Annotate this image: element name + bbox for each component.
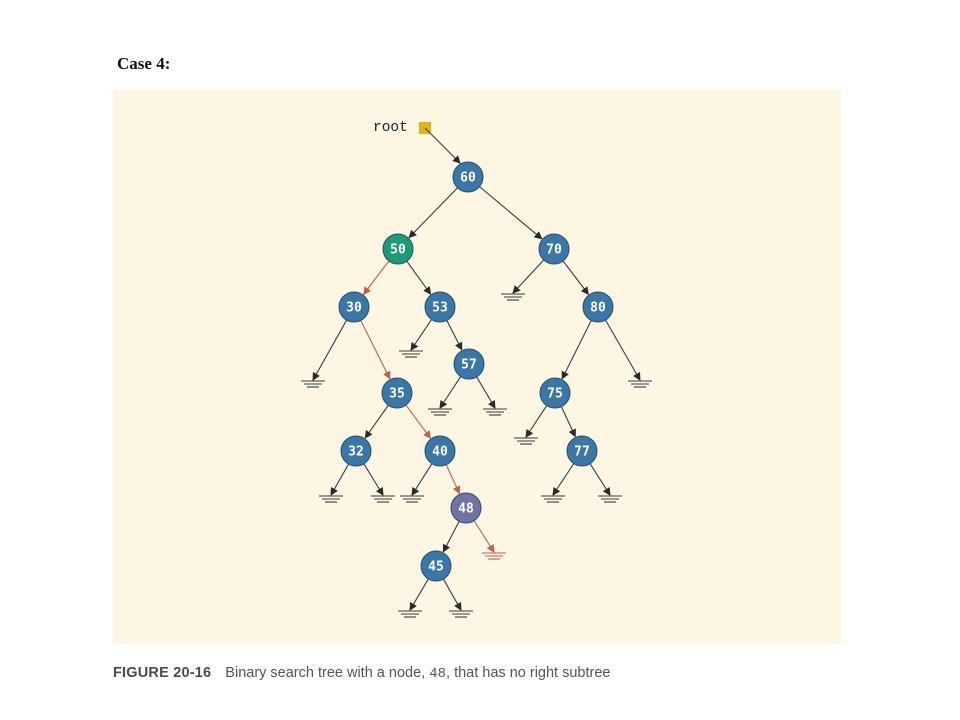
node-key-label: 45 bbox=[428, 560, 444, 575]
node-key-label: 77 bbox=[574, 445, 590, 460]
null-link-ground-icon bbox=[400, 495, 424, 503]
edge-80-75 bbox=[561, 320, 592, 380]
null-link-ground-icon bbox=[482, 552, 506, 560]
null-link-ground-icon bbox=[398, 610, 422, 618]
edge-50-30 bbox=[363, 260, 390, 296]
null-link-ground-icon bbox=[301, 380, 325, 388]
tree-node-50: 50 bbox=[382, 233, 414, 265]
tree-node-80: 80 bbox=[582, 291, 614, 323]
node-key-label: 75 bbox=[547, 387, 563, 402]
node-circle bbox=[381, 377, 413, 409]
node-circle bbox=[453, 348, 485, 380]
edge-48-45 bbox=[442, 521, 460, 553]
figure-label: FIGURE 20-16 bbox=[113, 665, 212, 681]
null-link-ground-icon bbox=[428, 408, 452, 416]
tree-node-70: 70 bbox=[538, 233, 570, 265]
edge-32-null-32L bbox=[330, 463, 350, 496]
root-pointer-arrow bbox=[424, 127, 461, 164]
caption-text-before: Binary search tree with a node, bbox=[225, 665, 426, 681]
node-key-label: 80 bbox=[590, 301, 606, 316]
node-key-label: 35 bbox=[389, 387, 405, 402]
caption-key: 48 bbox=[429, 666, 447, 682]
edge-77-null-77L bbox=[552, 463, 575, 496]
edge-75-77 bbox=[560, 406, 576, 438]
tree-node-60: 60 bbox=[452, 161, 484, 193]
null-link-ground-icon bbox=[483, 408, 507, 416]
edge-53-null-53L bbox=[410, 319, 433, 351]
node-circle bbox=[338, 291, 370, 323]
node-circle bbox=[450, 492, 482, 524]
node-circle bbox=[582, 291, 614, 323]
edge-70-null-70L bbox=[512, 259, 545, 294]
node-circle bbox=[382, 233, 414, 265]
tree-node-75: 75 bbox=[539, 377, 571, 409]
tree-node-53: 53 bbox=[424, 291, 456, 323]
node-circle bbox=[424, 291, 456, 323]
null-link-ground-icon bbox=[541, 495, 565, 503]
edge-60-70 bbox=[479, 186, 543, 240]
node-key-label: 70 bbox=[546, 243, 562, 258]
diagram-panel: root 60 50 70 30 53 80 57 35 75 32 40 77 48 45 bbox=[113, 90, 841, 644]
null-link-ground-icon bbox=[449, 610, 473, 618]
node-circle bbox=[538, 233, 570, 265]
edge-30-null-30L bbox=[312, 319, 348, 381]
edge-40-48 bbox=[445, 464, 461, 495]
node-key-label: 32 bbox=[348, 445, 364, 460]
tree-node-30: 30 bbox=[338, 291, 370, 323]
node-key-label: 30 bbox=[346, 301, 362, 316]
null-link-ground-icon bbox=[399, 350, 423, 358]
edge-40-null-40L bbox=[411, 463, 433, 496]
node-circle bbox=[539, 377, 571, 409]
edge-57-null-57L bbox=[439, 376, 462, 409]
edge-77-null-77R bbox=[589, 463, 611, 496]
edge-35-40 bbox=[405, 404, 432, 439]
tree-node-77: 77 bbox=[566, 435, 598, 467]
node-circle bbox=[420, 550, 452, 582]
tree-node-40: 40 bbox=[424, 435, 456, 467]
node-key-label: 48 bbox=[458, 502, 474, 517]
node-circle bbox=[452, 161, 484, 193]
figure-caption: FIGURE 20-16 Binary search tree with a no… bbox=[113, 665, 610, 682]
edge-57-null-57R bbox=[476, 376, 496, 409]
nodes-layer: root 60 50 70 30 53 80 57 35 75 32 40 77 48 45 bbox=[338, 120, 614, 582]
edge-30-35 bbox=[360, 320, 391, 380]
edge-75-null-75L bbox=[525, 405, 548, 438]
node-key-label: 60 bbox=[460, 171, 476, 186]
tree-node-35: 35 bbox=[381, 377, 413, 409]
edges-layer bbox=[301, 122, 652, 618]
node-circle bbox=[424, 435, 456, 467]
edge-32-null-32R bbox=[363, 463, 384, 496]
null-link-ground-icon bbox=[371, 495, 395, 503]
binary-search-tree-diagram: root 60 50 70 30 53 80 57 35 75 32 40 77 48 45 bbox=[301, 120, 652, 618]
null-link-ground-icon bbox=[598, 495, 622, 503]
root-label: root bbox=[373, 120, 408, 136]
edge-70-80 bbox=[562, 260, 589, 296]
edge-53-57 bbox=[446, 320, 463, 351]
null-link-ground-icon bbox=[514, 437, 538, 445]
edge-48-null-48R bbox=[473, 520, 495, 553]
edge-60-50 bbox=[408, 187, 458, 239]
node-circle bbox=[566, 435, 598, 467]
null-link-ground-icon bbox=[319, 495, 343, 503]
tree-node-57: 57 bbox=[453, 348, 485, 380]
edge-35-32 bbox=[364, 404, 389, 439]
node-circle bbox=[340, 435, 372, 467]
edge-45-null-45L bbox=[409, 578, 429, 611]
edge-80-null-80R bbox=[605, 319, 641, 381]
edge-45-null-45R bbox=[442, 578, 462, 611]
tree-node-32: 32 bbox=[340, 435, 372, 467]
tree-node-48: 48 bbox=[450, 492, 482, 524]
null-link-ground-icon bbox=[501, 293, 525, 301]
node-key-label: 50 bbox=[390, 243, 406, 258]
node-key-label: 53 bbox=[432, 301, 448, 316]
caption-text-after: , that has no right subtree bbox=[446, 665, 611, 681]
null-link-ground-icon bbox=[628, 380, 652, 388]
node-key-label: 40 bbox=[432, 445, 448, 460]
edge-50-53 bbox=[406, 260, 432, 295]
case-heading: Case 4: bbox=[117, 54, 171, 73]
node-key-label: 57 bbox=[461, 358, 477, 373]
tree-node-45: 45 bbox=[420, 550, 452, 582]
